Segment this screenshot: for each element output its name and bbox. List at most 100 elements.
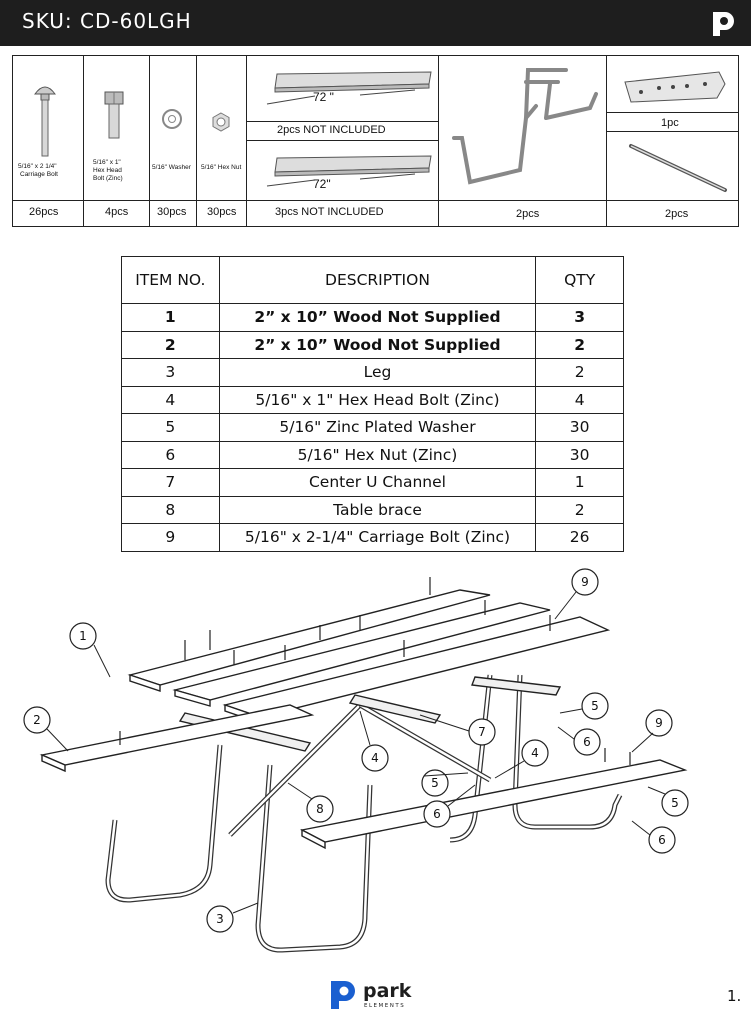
item-qty: 3 (535, 303, 624, 332)
hex-nut-qty: 30pcs (207, 206, 237, 218)
park-elements-logo-mark: park ELEMENTS (331, 980, 412, 1009)
table-row: 6 5/16" Hex Nut (Zinc) 30 (121, 440, 624, 469)
item-no: 5 (121, 413, 220, 442)
washer-drawing (162, 109, 182, 129)
hex-nut-label: 5/16" Hex Nut (201, 164, 242, 171)
callout-6: 6 (583, 735, 591, 749)
header-description: DESCRIPTION (218, 256, 537, 304)
item-qty: 26 (535, 523, 624, 552)
callout-circle (645, 709, 673, 737)
callout-circle (69, 622, 97, 650)
item-desc: 5/16" Hex Nut (Zinc) (218, 440, 537, 469)
center-channel-qty: 1pc (661, 117, 679, 129)
item-no: 4 (121, 385, 220, 414)
header-item-no: ITEM NO. (121, 256, 220, 304)
callout-circle (573, 728, 601, 756)
callout-circle (661, 789, 689, 817)
hex-bolt-drawing (104, 91, 124, 139)
item-qty: 2 (535, 495, 624, 524)
item-no: 6 (121, 440, 220, 469)
grid-line (246, 121, 438, 122)
exploded-assembly-diagram: 1 2 3 4 4 5 5 5 6 6 6 7 8 9 9 (23, 568, 689, 953)
table-row: 5 5/16" Zinc Plated Washer 30 (121, 413, 624, 442)
carriage-bolt-label-2: Carriage Bolt (20, 171, 58, 178)
callout-circle (648, 826, 676, 854)
grid-line (606, 131, 738, 132)
hex-nut-drawing (212, 112, 230, 132)
carriage-bolt-drawing (34, 86, 56, 157)
table-row: 7 Center U Channel 1 (121, 468, 624, 497)
items-table: ITEM NO. DESCRIPTION QTY 1 2” x 10” Wood… (121, 256, 624, 552)
hex-bolt-label-3: Bolt (Zinc) (93, 175, 123, 182)
callout-circle (361, 744, 389, 772)
item-no: 9 (121, 523, 220, 552)
item-qty: 30 (535, 413, 624, 442)
callout-6: 6 (433, 807, 441, 821)
table-row: 8 Table brace 2 (121, 495, 624, 524)
callout-circle (468, 718, 496, 746)
leg-frame-left (105, 744, 223, 903)
grid-line (83, 56, 84, 226)
carriage-bolt-qty: 26pcs (29, 206, 59, 218)
grid-line (606, 56, 607, 226)
item-qty: 30 (535, 440, 624, 469)
board-72-length: 72 " (313, 90, 334, 104)
callout-circle (306, 795, 334, 823)
callout-4: 4 (531, 746, 539, 760)
callout-9: 9 (581, 575, 589, 589)
item-no: 7 (121, 468, 220, 497)
hex-bolt-qty: 4pcs (105, 206, 129, 218)
item-desc: Leg (218, 358, 537, 387)
hex-bolt-label-2: Hex Head (93, 167, 122, 174)
item-desc: 2” x 10” Wood Not Supplied (218, 303, 537, 332)
item-qty: 2 (535, 358, 624, 387)
item-qty: 4 (535, 385, 624, 414)
callout-7: 7 (478, 725, 486, 739)
item-desc: Center U Channel (218, 468, 537, 497)
callout-circle (521, 739, 549, 767)
item-no: 8 (121, 495, 220, 524)
callout-circle (421, 769, 449, 797)
header-qty: QTY (535, 256, 624, 304)
table-brace-drawing (629, 144, 727, 192)
callout-9: 9 (655, 716, 663, 730)
callout-circle (581, 692, 609, 720)
callout-5: 5 (591, 699, 599, 713)
hex-bolt-label-1: 5/16" x 1" (93, 159, 121, 166)
park-elements-p-icon (713, 12, 734, 36)
grid-line (13, 200, 738, 201)
table-row: 2 2” x 10” Wood Not Supplied 2 (121, 330, 624, 359)
bench-board-right (299, 759, 688, 843)
callout-8: 8 (316, 802, 324, 816)
item-no: 3 (121, 358, 220, 387)
page-number: 1. (727, 987, 742, 1005)
park-elements-logo: park ELEMENTS (329, 977, 424, 1016)
callout-1: 1 (79, 629, 87, 643)
leg-frame-drawing (452, 68, 598, 185)
callout-5: 5 (671, 796, 679, 810)
center-u-channel (348, 694, 442, 724)
board-72-drawing (266, 71, 432, 105)
table-row: 3 Leg 2 (121, 358, 624, 387)
item-desc: Table brace (218, 495, 537, 524)
board-2pcs-qty: 2pcs NOT INCLUDED (277, 124, 386, 136)
callout-5: 5 (431, 776, 439, 790)
callout-circle (571, 568, 599, 596)
item-qty: 1 (535, 468, 624, 497)
grid-line (149, 56, 150, 226)
table-row: 4 5/16" x 1" Hex Head Bolt (Zinc) 4 (121, 385, 624, 414)
brace-qty: 2pcs (665, 208, 689, 220)
washer-qty: 30pcs (157, 206, 187, 218)
grid-line (438, 56, 439, 226)
washer-label: 5/16" Washer (152, 164, 191, 171)
item-desc: 2” x 10” Wood Not Supplied (218, 330, 537, 359)
callout-circle (206, 905, 234, 933)
item-desc: 5/16" x 1" Hex Head Bolt (Zinc) (218, 385, 537, 414)
board-72-drawing-b (266, 155, 432, 187)
table-row: 1 2” x 10” Wood Not Supplied 3 (121, 303, 624, 332)
item-desc: 5/16" Zinc Plated Washer (218, 413, 537, 442)
grid-line (246, 140, 438, 141)
legs-qty: 2pcs (516, 208, 540, 220)
brand-name: park (363, 980, 412, 1002)
callout-4: 4 (371, 751, 379, 765)
